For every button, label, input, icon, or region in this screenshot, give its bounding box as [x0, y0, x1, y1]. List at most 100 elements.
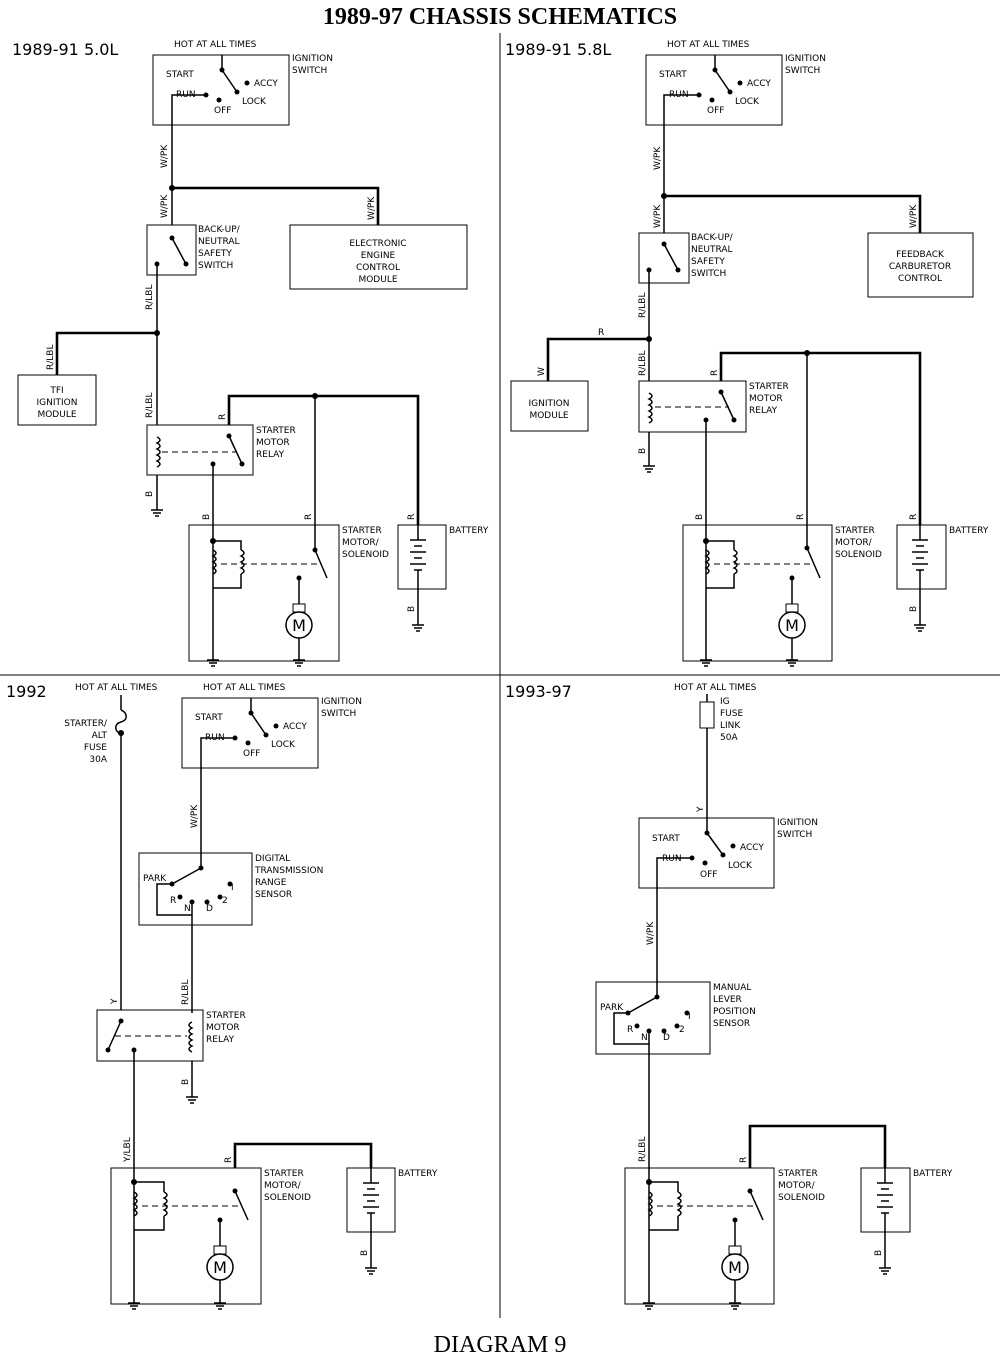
svg-text:NEUTRAL: NEUTRAL [198, 237, 240, 247]
q4-motor-symbol: M [728, 1258, 742, 1277]
q4-ig-fuse-link: IG FUSE LINK 50A [699, 694, 743, 818]
svg-text:CONTROL: CONTROL [898, 274, 942, 284]
svg-text:CARBURETOR: CARBURETOR [889, 262, 951, 272]
q4-ground-battery [879, 1267, 891, 1275]
svg-text:ELECTRONIC: ELECTRONIC [349, 239, 406, 249]
svg-text:SENSOR: SENSOR [255, 890, 292, 900]
svg-text:NEUTRAL: NEUTRAL [691, 245, 733, 255]
svg-text:IGNITION: IGNITION [292, 54, 333, 64]
svg-text:R/LBL: R/LBL [46, 345, 56, 371]
svg-text:IGNITION: IGNITION [777, 818, 818, 828]
q2-backup-neutral-switch: BACK-UP/ NEUTRAL SAFETY SWITCH [638, 232, 734, 284]
svg-text:ACCY: ACCY [283, 722, 307, 732]
svg-text:W/PK: W/PK [653, 146, 663, 170]
svg-text:SWITCH: SWITCH [292, 66, 327, 76]
svg-text:IGNITION: IGNITION [37, 398, 78, 408]
q1-motor-symbol: M [292, 616, 306, 635]
svg-text:B: B [695, 514, 705, 520]
svg-text:R: R [627, 1025, 633, 1035]
q1-backup-neutral-switch: BACK-UP/ NEUTRAL SAFETY SWITCH [146, 224, 241, 276]
svg-text:B: B [909, 606, 919, 612]
svg-text:B: B [638, 448, 648, 454]
svg-text:Y/LBL: Y/LBL [123, 1137, 133, 1163]
svg-text:RELAY: RELAY [749, 406, 778, 416]
quadrant-1989-91-5-8l: 1989-91 5.8L HOT AT ALL TIMES IGNITION S… [505, 40, 989, 667]
svg-text:D: D [206, 904, 213, 914]
q1-label: 1989-91 5.0L [12, 40, 118, 59]
svg-text:R/LBL: R/LBL [638, 351, 648, 377]
svg-text:LEVER: LEVER [713, 995, 742, 1005]
svg-text:SOLENOID: SOLENOID [778, 1193, 825, 1203]
q1-ground-battery [412, 624, 424, 632]
svg-text:TFI: TFI [49, 386, 63, 396]
q1-ignition-switch: IGNITION SWITCH START RUN OFF ACCY LOCK [152, 54, 333, 126]
svg-text:IGNITION: IGNITION [529, 399, 570, 409]
q3-ignition-switch: IGNITION SWITCH START RUN OFF ACCY LOCK [181, 697, 362, 769]
quadrant-1989-91-5-0l: 1989-91 5.0L HOT AT ALL TIMES IGNITION S… [12, 40, 489, 667]
svg-text:STARTER: STARTER [749, 382, 789, 392]
svg-text:PARK: PARK [600, 1003, 624, 1013]
q2-hot-label: HOT AT ALL TIMES [667, 40, 750, 50]
svg-text:W/PK: W/PK [909, 204, 919, 228]
q4-label: 1993-97 [505, 682, 572, 701]
svg-text:IG: IG [720, 697, 730, 707]
svg-text:START: START [659, 70, 687, 80]
q3-battery: BATTERY [346, 1167, 438, 1268]
svg-text:2: 2 [679, 1025, 685, 1035]
svg-text:R: R [739, 1157, 749, 1163]
svg-text:Y: Y [696, 806, 706, 813]
svg-text:STARTER: STARTER [264, 1169, 304, 1179]
svg-text:SWITCH: SWITCH [777, 830, 812, 840]
svg-text:B: B [202, 514, 212, 520]
svg-text:SAFETY: SAFETY [198, 249, 232, 259]
svg-text:R/LBL: R/LBL [638, 1137, 648, 1163]
svg-text:W/PK: W/PK [653, 204, 663, 228]
q3-starter-motor-relay: STARTER MOTOR RELAY [96, 1009, 246, 1062]
svg-text:Y: Y [110, 998, 120, 1005]
svg-text:LOCK: LOCK [735, 97, 760, 107]
svg-text:W: W [537, 367, 547, 376]
svg-text:W/PK: W/PK [190, 804, 200, 828]
svg-text:STARTER: STARTER [342, 526, 382, 536]
svg-text:R: R [170, 896, 176, 906]
svg-text:R: R [407, 514, 417, 520]
q2-ignition-switch: IGNITION SWITCH START RUN OFF ACCY LOCK [645, 54, 826, 126]
svg-text:SOLENOID: SOLENOID [835, 550, 882, 560]
q1-ground-solenoid [207, 659, 305, 667]
svg-text:BACK-UP/: BACK-UP/ [691, 233, 734, 243]
svg-text:R/LBL: R/LBL [181, 980, 191, 1006]
svg-text:SENSOR: SENSOR [713, 1019, 750, 1029]
svg-text:OFF: OFF [243, 749, 260, 759]
svg-text:I: I [688, 1012, 691, 1022]
svg-text:R: R [304, 514, 314, 520]
svg-text:50A: 50A [720, 733, 738, 743]
svg-text:SOLENOID: SOLENOID [342, 550, 389, 560]
svg-text:TRANSMISSION: TRANSMISSION [254, 866, 323, 876]
svg-text:STARTER: STARTER [778, 1169, 818, 1179]
page-title: 1989-97 CHASSIS SCHEMATICS [323, 4, 677, 30]
svg-text:FEEDBACK: FEEDBACK [896, 250, 945, 260]
q2-battery: BATTERY [896, 524, 989, 625]
q2-starter-motor-relay: STARTER MOTOR RELAY [638, 380, 789, 433]
q1-electronic-engine-control-module: ELECTRONIC ENGINE CONTROL MODULE [289, 224, 468, 290]
svg-text:I: I [231, 883, 234, 893]
svg-text:MODULE: MODULE [37, 410, 76, 420]
q2-ground-relay [643, 465, 655, 473]
svg-text:R: R [218, 414, 228, 420]
q1-ground-relay [151, 509, 163, 517]
q3-hot-label-ignition: HOT AT ALL TIMES [203, 683, 286, 693]
q4-ground-solenoid [643, 1302, 741, 1310]
q2-ground-solenoid [700, 659, 798, 667]
q1-tfi-ignition-module: TFI IGNITION MODULE [17, 374, 97, 426]
svg-text:SWITCH: SWITCH [198, 261, 233, 271]
svg-text:RANGE: RANGE [255, 878, 287, 888]
svg-text:IGNITION: IGNITION [785, 54, 826, 64]
svg-text:START: START [195, 713, 223, 723]
q2-ground-battery [914, 624, 926, 632]
svg-text:OFF: OFF [214, 106, 231, 116]
q1-starter-motor-relay: STARTER MOTOR RELAY [146, 424, 296, 476]
svg-text:PARK: PARK [143, 874, 167, 884]
svg-text:SAFETY: SAFETY [691, 257, 725, 267]
svg-text:LOCK: LOCK [728, 861, 753, 871]
